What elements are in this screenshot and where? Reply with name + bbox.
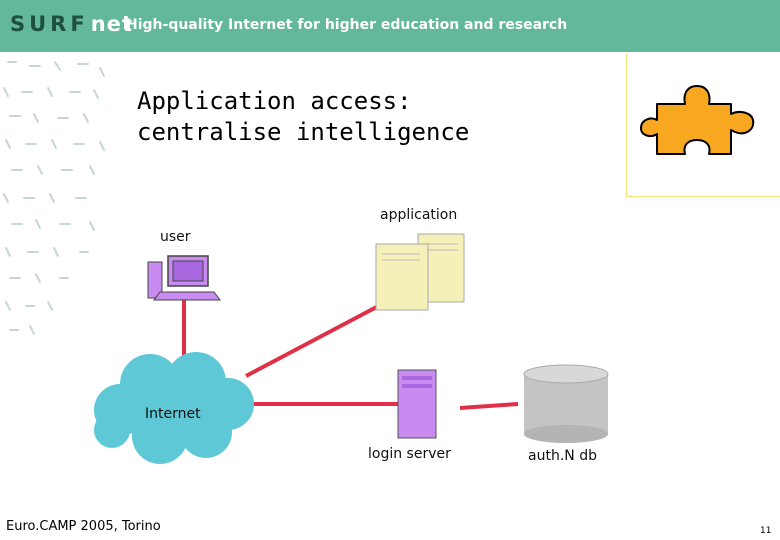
label-authn-db: auth.N db xyxy=(528,448,597,464)
header-bar: SURFnet High-quality Internet for higher… xyxy=(0,0,780,52)
surfnet-logo: SURFnet xyxy=(10,12,133,42)
header-tagline: High-quality Internet for higher educati… xyxy=(126,17,568,33)
internet-cloud-icon xyxy=(94,352,254,464)
link-internet-application xyxy=(245,300,387,378)
decorative-dash-pattern xyxy=(3,61,105,335)
slide-title-line1: Application access: xyxy=(137,87,412,115)
page-number: 11 xyxy=(760,526,772,536)
application-server-icon xyxy=(375,233,465,311)
authn-database-icon xyxy=(523,364,609,443)
logo-suffix-text: net xyxy=(90,12,133,36)
user-computer-icon xyxy=(147,255,221,301)
logo-main-text: SURF xyxy=(10,12,89,36)
slide-title-line2: centralise intelligence xyxy=(137,118,470,146)
puzzle-box xyxy=(626,54,780,197)
label-login-server: login server xyxy=(368,446,451,462)
label-user: user xyxy=(160,229,191,245)
login-server-icon xyxy=(397,369,437,439)
label-application: application xyxy=(380,207,458,223)
slide-title: Application access: centralise intellige… xyxy=(137,86,469,148)
puzzle-piece-icon xyxy=(640,85,755,155)
label-internet: Internet xyxy=(145,406,201,422)
footer-event: Euro.CAMP 2005, Torino xyxy=(6,519,161,534)
link-login-server-authn-db xyxy=(459,402,519,410)
